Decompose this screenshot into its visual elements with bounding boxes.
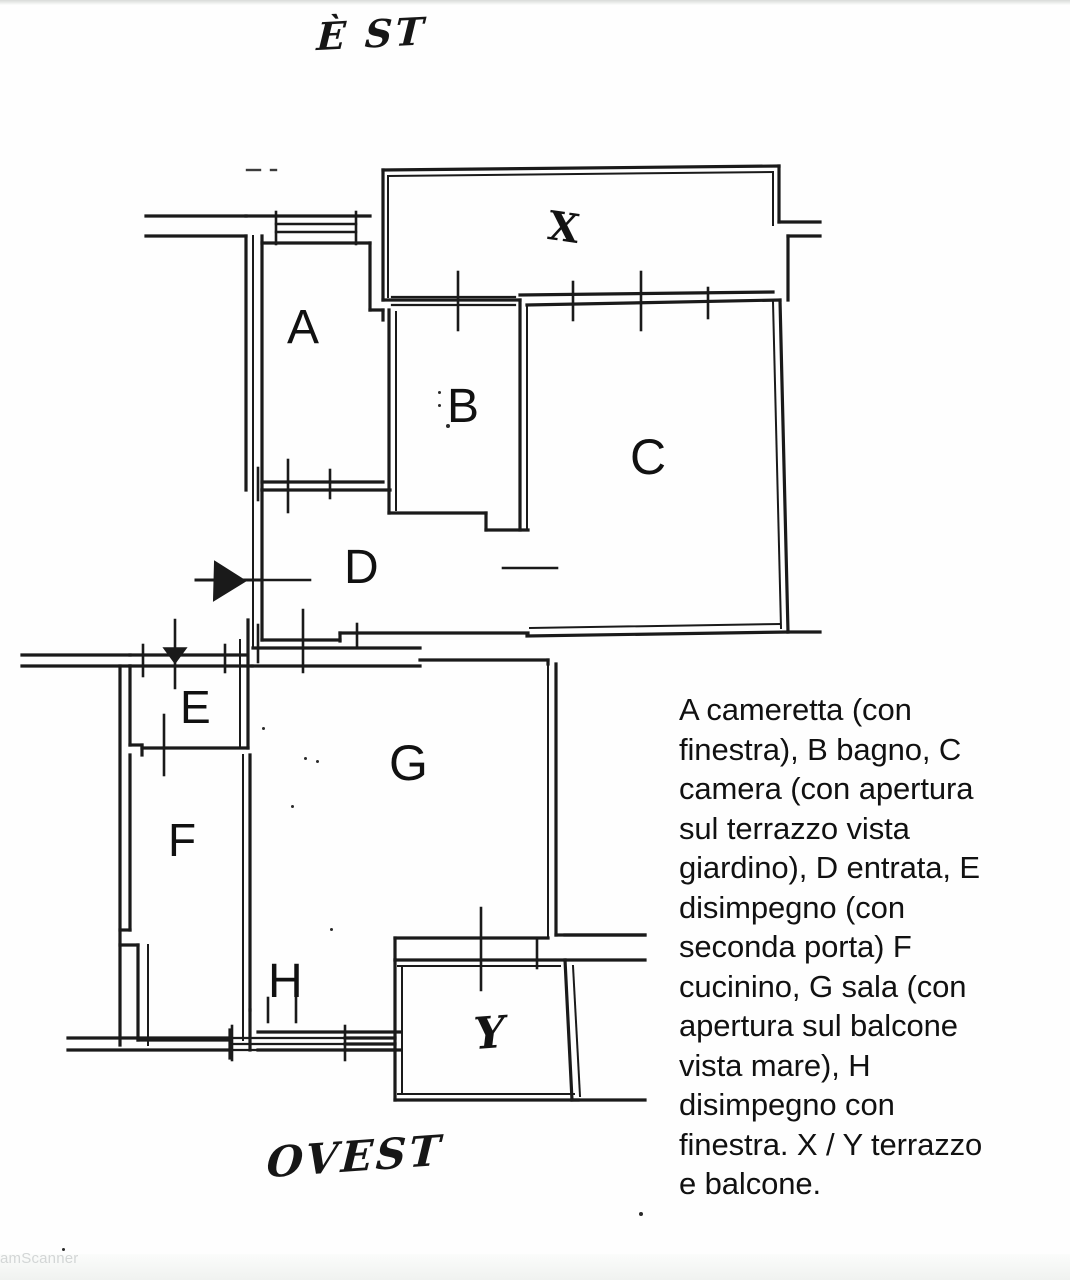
door-opening-h-top [266,996,298,1024]
ink-speck [446,424,450,428]
terrazzo-mark-x: X [544,202,583,253]
window-room-c-top [571,270,710,332]
orientation-label-est: È ST [315,8,428,60]
ink-speck [304,757,307,760]
exterior-wall-stub-upper-right [777,220,822,634]
room-label-e: E [180,681,211,733]
scan-edge-bottom [0,1254,1070,1280]
ink-speck [639,1212,643,1216]
room-g-walls [250,658,647,962]
ink-speck [438,404,441,407]
room-a-walls [260,234,392,492]
wall-between-b-and-c [518,298,528,532]
balcone-mark-y: Y [472,1006,508,1061]
ink-speck [438,391,441,394]
room-label-h: H [268,955,303,1008]
room-label-b: B [447,380,480,433]
legend-text: A cameretta (con finestra), B bagno, C c… [679,692,983,1201]
window-room-a-top [274,210,358,246]
room-b-walls [387,295,530,532]
room-label-g: G [389,735,428,791]
exterior-wall-stub-upper-left [144,214,372,492]
door-opening-room-d-bottom [256,608,305,674]
scan-edge-top [0,0,1070,5]
room-label-a: A [287,301,320,354]
room-label-d: D [344,541,379,594]
room-f-walls [118,618,252,1046]
ink-speck [291,805,294,808]
exterior-wall-left-lower [20,653,254,1047]
terrazzo-x-outline [381,164,781,302]
door-arrow-e-icon [162,618,188,690]
entrance-door-arrow-icon [194,546,312,614]
scanner-watermark: amScanner [0,1250,79,1267]
ink-speck [262,727,265,730]
ink-speck [62,1248,65,1251]
window-balcone-top [479,906,539,992]
door-opening-e-top [141,643,227,678]
room-label-c: C [630,429,667,485]
door-opening-room-a-bottom [256,458,332,514]
ink-speck [316,760,319,763]
room-c-walls [525,298,790,638]
balcone-y-outline [343,933,647,1102]
ink-speck [330,928,333,931]
room-label-f: F [168,814,197,866]
